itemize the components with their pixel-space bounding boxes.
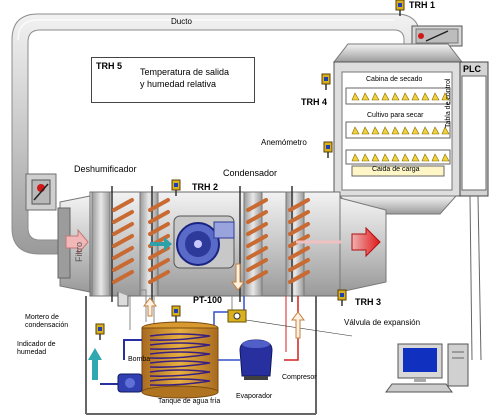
trh5-label: TRH 5 bbox=[96, 61, 122, 71]
legend-line-1: Temperatura de salida bbox=[140, 67, 229, 77]
humidity-indicator-label-2: humedad bbox=[17, 349, 46, 356]
dehumidifier-label: Deshumificador bbox=[74, 164, 137, 174]
trh4-label: TRH 4 bbox=[301, 97, 327, 107]
anemometer-sensor-icon bbox=[324, 142, 332, 158]
cold-water-tank bbox=[142, 322, 218, 398]
compressor-label: Compresor bbox=[282, 374, 317, 381]
humidity-indicator-icon bbox=[96, 324, 104, 340]
plc-cabinet bbox=[460, 62, 488, 360]
plc-label: PLC bbox=[463, 64, 481, 74]
trh4-sensor-icon bbox=[322, 74, 330, 90]
expansion-valve-label: Válvula de expansión bbox=[344, 318, 420, 327]
centrifugal-fan bbox=[174, 216, 234, 268]
trh3-label: TRH 3 bbox=[355, 297, 381, 307]
pt100-label: PT-100 bbox=[193, 295, 222, 305]
compressor bbox=[240, 340, 272, 380]
trh2-label: TRH 2 bbox=[192, 182, 218, 192]
crop-label: Cultivo para secar bbox=[367, 112, 423, 119]
evaporator-label: Evaporador bbox=[236, 393, 272, 400]
control-board-label: Tabla de control bbox=[445, 79, 452, 128]
tank-label: Tanque de agua fría bbox=[158, 398, 220, 405]
trh1-label: TRH 1 bbox=[409, 0, 435, 10]
filter-label: Filtro bbox=[74, 242, 84, 262]
anemometer-label: Anemómetro bbox=[261, 138, 307, 147]
mortar-label-1: Mortero de bbox=[25, 314, 59, 321]
drying-cabin bbox=[334, 44, 462, 214]
humidity-indicator-label-1: Indicador de bbox=[17, 341, 56, 348]
legend-line-2: y humedad relativa bbox=[140, 79, 216, 89]
pt100-sensor-icon bbox=[172, 306, 180, 322]
mortar-label-2: condensación bbox=[25, 322, 68, 329]
duct-damper bbox=[412, 26, 462, 46]
computer-workstation bbox=[386, 344, 468, 392]
drying-cabin-label: Cabina de secado bbox=[366, 76, 422, 83]
pump-loop bbox=[88, 340, 142, 392]
trh3-sensor-icon bbox=[338, 290, 346, 306]
condenser-label: Condensador bbox=[223, 168, 277, 178]
expansion-valve bbox=[228, 310, 352, 336]
duct-label: Ducto bbox=[171, 17, 192, 26]
load-box-label: Caida de carga bbox=[372, 166, 419, 173]
pump-label: Bomba bbox=[128, 356, 150, 363]
